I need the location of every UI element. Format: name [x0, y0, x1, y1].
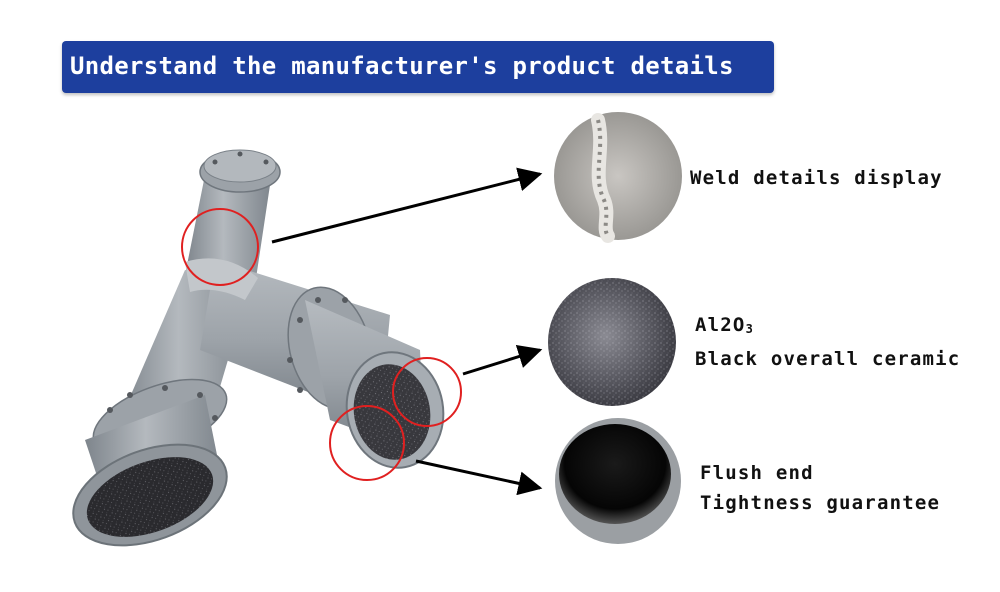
banner-title: Understand the manufacturer's product de… [70, 52, 734, 80]
ceramic-detail-image [548, 278, 676, 406]
weld-highlight-circle [181, 208, 259, 286]
end-highlight-circle [329, 405, 405, 481]
callout-arrows [271, 167, 543, 496]
flush-end-label-line2: Tightness guarantee [700, 492, 941, 514]
ceramic-highlight-circle [392, 357, 462, 427]
weld-detail-image [554, 112, 682, 243]
highlight-circles [181, 208, 462, 481]
ceramic-label: Al2O3 Black overall ceramic [695, 310, 960, 374]
flush-end-label: Flush end Tightness guarantee [700, 458, 940, 518]
ceramic-label-text: Black overall ceramic [695, 348, 961, 370]
wye-pipe [72, 149, 445, 547]
ceramic-arrow [462, 344, 543, 376]
end-arrow [415, 459, 543, 496]
flush-end-label-line1: Flush end [700, 462, 814, 484]
weld-label-text: Weld details display [690, 167, 943, 189]
weld-arrow [271, 167, 543, 244]
flush-end-detail-image [555, 418, 681, 544]
ceramic-formula: Al2O3 [695, 314, 754, 336]
weld-label: Weld details display [690, 163, 943, 193]
title-banner: Understand the manufacturer's product de… [62, 41, 774, 93]
